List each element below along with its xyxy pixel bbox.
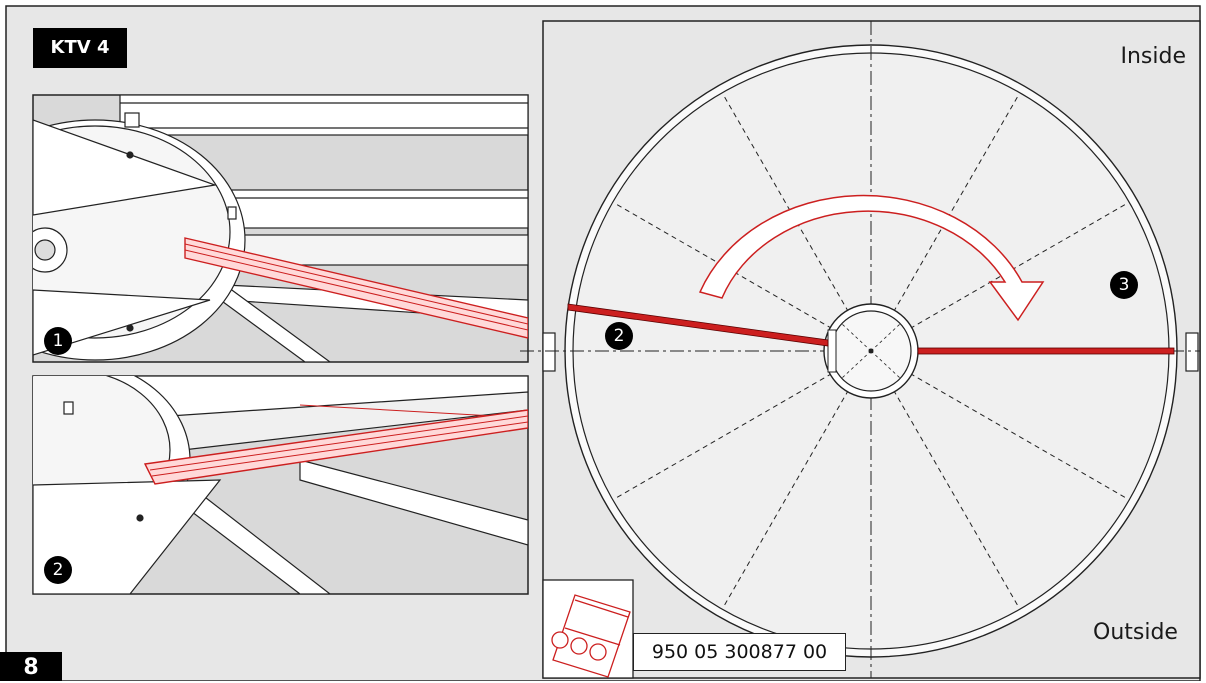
callout-badge-2: 2 <box>44 556 72 584</box>
callout-badge-3: 3 <box>1110 271 1138 299</box>
rail-left <box>567 303 829 347</box>
radial-guides <box>615 95 1127 607</box>
detail-1-illustration <box>32 94 529 363</box>
detail-1-red-rail <box>184 237 528 339</box>
inside-label: Inside <box>1120 44 1186 69</box>
part-number: 950 05 300877 00 <box>633 633 846 671</box>
detail-2-red-rail <box>143 404 528 485</box>
rail-right <box>917 347 1175 355</box>
rail-profile-icon <box>542 579 634 679</box>
model-tag: KTV 4 <box>33 28 127 68</box>
curved-arrow-icon <box>698 194 1045 322</box>
callout-badge-1: 1 <box>44 327 72 355</box>
step-number: 8 <box>0 652 62 681</box>
callout-badge-rail: 2 <box>605 322 633 350</box>
detail-2-illustration <box>32 375 529 595</box>
outside-label: Outside <box>1093 620 1178 645</box>
right-tab <box>1185 332 1199 372</box>
left-tab <box>542 332 556 372</box>
main-diagram <box>520 20 1201 679</box>
